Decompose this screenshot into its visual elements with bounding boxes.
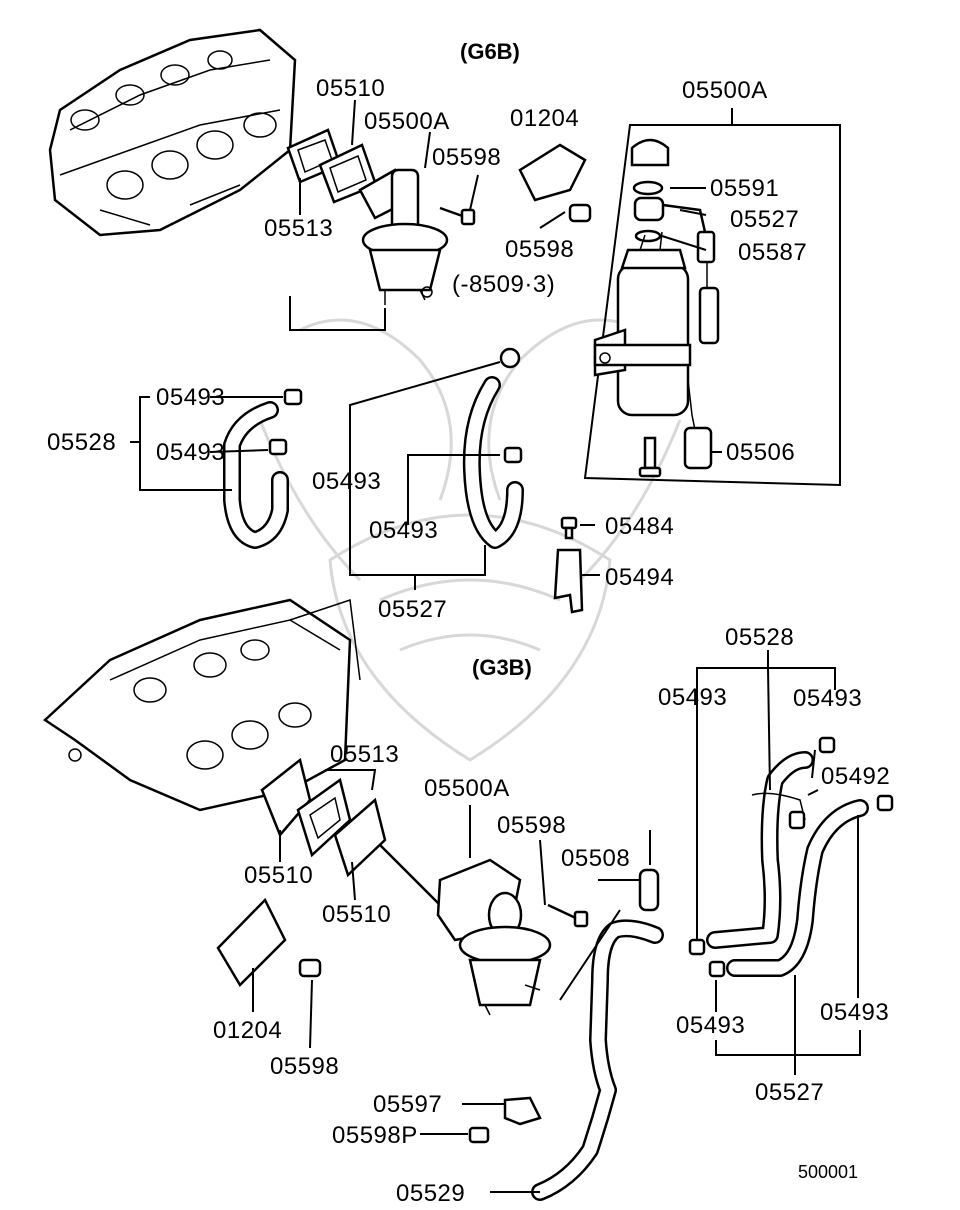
label-box-05527: 05527	[730, 206, 799, 233]
g3b-cover-01204	[216, 897, 287, 988]
hose-05527	[662, 203, 707, 233]
label-g3b-05508: 05508	[561, 845, 630, 872]
g6b-fuel-pump	[358, 168, 449, 305]
g6b-plug-05598	[568, 203, 592, 223]
bolt-05484	[560, 516, 578, 540]
label-g3b-05513: 05513	[330, 741, 399, 768]
g6b-cover-01204	[518, 143, 587, 202]
washer-05587	[634, 229, 662, 243]
label-g6b-05513: 05513	[264, 215, 333, 242]
bolt-05506	[638, 436, 662, 478]
g3b-hose-05508	[638, 868, 660, 912]
washer-05591	[632, 180, 664, 196]
g3b-hose-05527	[688, 794, 894, 978]
g6b-hose-05527	[462, 347, 524, 549]
label-g3b-05527: 05527	[755, 1079, 824, 1106]
label-g3b-05500a: 05500A	[424, 775, 510, 802]
label-g6b-05493-b: 05493	[156, 439, 225, 466]
label-g6b-05527: 05527	[378, 596, 447, 623]
label-g6b-05598-bolt: 05598	[432, 144, 501, 171]
g3b-gasket-05513	[296, 777, 352, 858]
g3b-plug-05598	[298, 958, 322, 978]
electric-pump-box	[583, 108, 841, 487]
g3b-hose-05528	[706, 736, 836, 949]
label-box-05506: 05506	[726, 439, 795, 466]
label-box-05500a: 05500A	[682, 77, 768, 104]
g3b-cylinder-block	[42, 598, 361, 812]
g3b-bolt-05598p	[468, 1126, 490, 1144]
fitting-05527	[633, 196, 665, 222]
label-g3b-05597: 05597	[373, 1091, 442, 1118]
label-mid-05494: 05494	[605, 564, 674, 591]
label-g6b-05510: 05510	[316, 75, 385, 102]
label-g3b-05493-b: 05493	[793, 685, 862, 712]
label-g6b-05493-c: 05493	[312, 468, 381, 495]
electric-fuel-pump-body	[593, 231, 692, 417]
label-g3b-05598-bolt: 05598	[497, 812, 566, 839]
label-g6b-05598-plug: 05598	[505, 236, 574, 263]
label-g3b-05493-d: 05493	[820, 999, 889, 1026]
label-g6b-01204: 01204	[510, 105, 579, 132]
g6b-bolt-05598	[439, 206, 476, 226]
g3b-gasket-05510-b	[333, 797, 387, 878]
label-mid-05484: 05484	[605, 513, 674, 540]
g6b-hose-05528	[223, 388, 303, 549]
wiring-connector	[683, 230, 720, 470]
g3b-mechanical-fuel-pump	[379, 844, 552, 1016]
label-g3b-05510-a: 05510	[244, 862, 313, 889]
g3b-section-title: (G3B)	[472, 655, 532, 680]
g3b-fuel-line-05529	[531, 919, 664, 1201]
diagram-ref-code: 500001	[798, 1162, 858, 1182]
label-g6b-05493-a: 05493	[156, 384, 225, 411]
g3b-bolt-05598	[547, 903, 589, 928]
g3b-clamp-05597	[503, 1096, 542, 1126]
label-g6b-range: (-8509·3)	[452, 271, 555, 298]
label-g3b-05529: 05529	[396, 1180, 465, 1207]
pump-cap	[630, 138, 670, 167]
g6b-cylinder-head	[48, 28, 297, 237]
label-g6b-05493-d: 05493	[369, 517, 438, 544]
g6b-section-title: (G6B)	[460, 39, 520, 64]
label-g3b-05598p: 05598P	[332, 1122, 418, 1149]
bracket-05494	[553, 548, 584, 614]
label-g3b-05528: 05528	[725, 624, 794, 651]
label-box-05591: 05591	[710, 175, 779, 202]
label-g3b-05492: 05492	[821, 763, 890, 790]
label-g3b-05598-plug: 05598	[270, 1053, 339, 1080]
label-g3b-01204: 01204	[213, 1017, 282, 1044]
label-g3b-05493-a: 05493	[658, 684, 727, 711]
label-g6b-05500a: 05500A	[364, 108, 450, 135]
label-g3b-05510-b: 05510	[322, 901, 391, 928]
label-g6b-05528: 05528	[47, 429, 116, 456]
label-g3b-05493-c: 05493	[676, 1012, 745, 1039]
label-box-05587: 05587	[738, 239, 807, 266]
